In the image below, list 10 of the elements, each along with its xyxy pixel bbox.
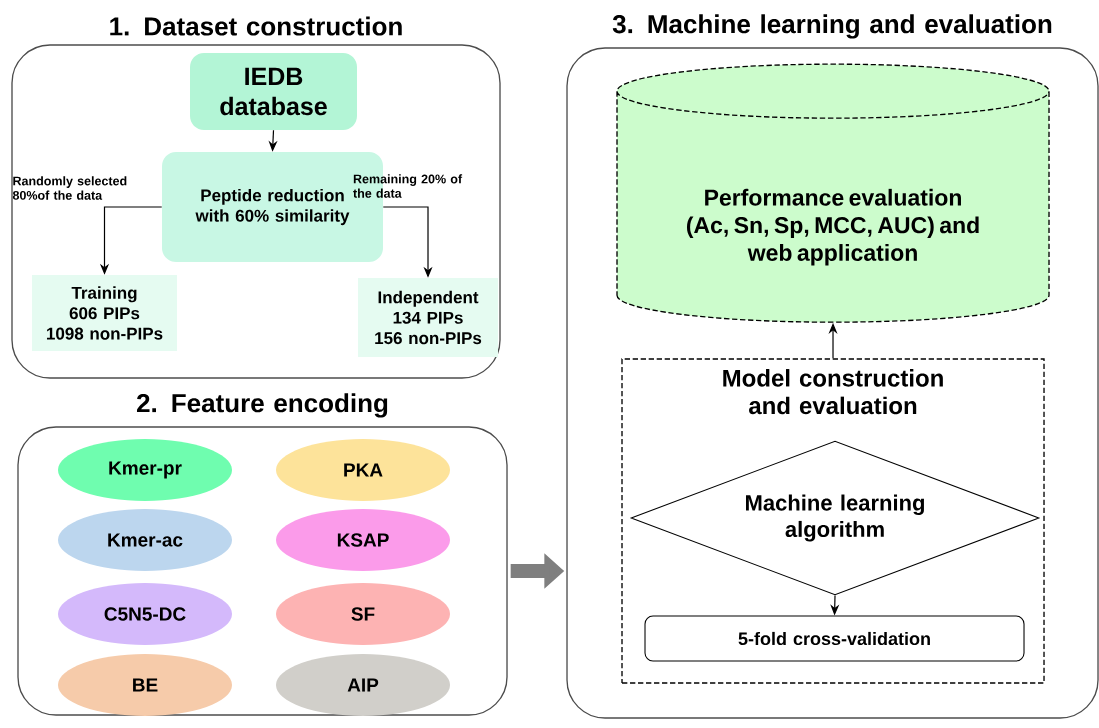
process-box: 5-fold cross-validation [644,615,1025,662]
node-label: 1. Dataset construction [110,16,402,36]
dataset-box: Training 606 PIPs 1098 non-PIPs [32,275,177,351]
node-label: 2. Feature encoding [136,393,388,418]
database-cylinder: Performance evaluation (Ac, Sn, Sp, MCC, AUC) and web application [616,63,1050,323]
node-label: 3. Machine learning and evaluation [612,14,1052,39]
edge-label: Remaining 20% of the data [353,174,463,198]
database-box: IEDB database [190,53,357,130]
dataset-box: Independent 134 PIPs 156 non-PIPs [358,278,498,357]
edge-label: Randomly selected 80%of the data [12,176,127,200]
